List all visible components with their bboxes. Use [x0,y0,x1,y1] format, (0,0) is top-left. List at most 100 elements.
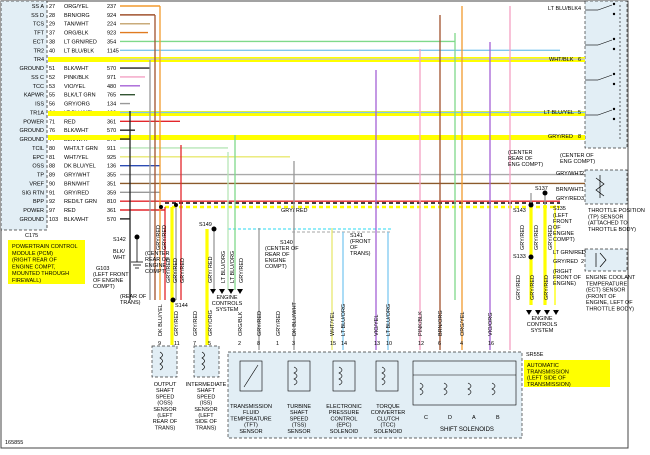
pcm-signal-name: OSS [32,164,44,170]
engine-controls-arrows [210,289,559,315]
tp-pin-2: 1 [581,187,584,193]
trans-pin-number: 13 [374,341,380,347]
engine-controls-label-1-line: ENGINE [216,295,237,301]
oss-sensor-label-line: OUTPUT [154,382,177,388]
pcm-pin-number: 27 [49,4,55,10]
pcm-signal-name: BPP [33,199,44,205]
pcm-label-line: FIREWALL) [12,278,41,284]
splice-s135-note-line: OF [553,225,561,231]
pcm-pin-number: 38 [49,39,55,45]
tp-wire-3: GRY/RED [556,196,581,202]
pcm-signal-name: TR2 [34,48,44,54]
splice-s144-label: S144 [175,303,188,309]
splice-s141-note-line: OF [350,245,358,251]
automatic-transmission-label-line: TRANSMISSION [527,369,569,375]
splice-wire-label: GRY/RED [180,258,186,283]
splice-wire-label: GRY/RED [156,225,162,250]
trans-pin-wire: DK BLU/WHT [292,301,298,336]
tr-wire-3: LT BLU/YEL [544,110,574,116]
trans-pin-number: 9 [158,341,161,347]
pcm-circuit-number: 570 [107,217,116,223]
trans-pin-number: 15 [330,341,336,347]
trans-connector-label: SR55E [526,352,544,358]
ect-sensor-label-line: TEMPERATURE [586,281,627,287]
ect-wire-2: GRY/RED [553,259,578,265]
splice-s133-note-line: ENGINE) [553,281,576,287]
ect-wire-1: LT GRN/RED [553,250,586,256]
pcm-wire-color: LT GRN/RED [64,39,97,45]
splice-wire-label: GRY/RED [530,275,536,300]
blk-wht-label-line: BLK/ [113,249,125,255]
pcm-circuit-number: 923 [107,31,116,37]
splice-s135-label: S135 [553,206,566,212]
pcm-pin-number: 55 [49,93,55,99]
splice-s142-note-line: (CENTER [145,251,169,257]
tss-sensor-label-line: SHAFT [290,410,309,416]
pcm-circuit-number: 351 [107,181,116,187]
transmission-box [227,351,523,439]
splice-wire-label: GRY/RED [534,225,540,250]
pcm-circuit-number: 570 [107,128,116,134]
iss-sensor-label-line: (ISS) [200,401,213,407]
splice-wire-label: GRY/RED [516,275,522,300]
pcm-label-line: (RIGHT REAR OF [12,258,57,264]
splice-s133-note-line: FRONT OF [553,275,582,281]
pcm-circuit-number: 224 [107,22,116,28]
ect-sensor-label-line: ENGINE, LEFT OF [586,300,633,306]
trans-pin-number: 1 [276,341,279,347]
splice-s137-note-line: REAR OF [508,156,533,162]
engine-controls-label-1-line: CONTROLS [212,301,243,307]
ect-sensor-label-line: THROTTLE BODY) [586,307,634,313]
trans-pin-wire: GRY/RED [276,311,282,336]
ground-g103-label: G103 [96,266,109,272]
oss-sensor-label-line: REAR OF [153,419,178,425]
tr-pin-2: 6 [578,57,581,63]
iss-sensor-label-line: INTERMEDIATE [186,382,227,388]
trans-pin-number: 4 [460,341,463,347]
automatic-transmission-label-line: TRANSMISSION) [527,382,571,388]
mid-wire-label: GRY/ RED [281,208,308,214]
splice-s143-dot [528,202,534,208]
trans-connector-pins: 9DK BLU/YEL11GRY/RED7GRY/RED5GRY/ORG2ORG… [158,301,494,347]
pcm-signal-name: EPC [33,155,44,161]
ect-pin-2: 2 [581,259,584,265]
pcm-circuit-number: 924 [107,13,116,19]
tft-sensor-label-line: FLUID [243,410,259,416]
pcm-wire-color: RED [64,208,76,214]
trans-pin-wire: GRY/ORG [208,310,214,336]
splice-wire-label: GRY/RED [548,225,554,250]
trans-label-highlight [524,360,610,387]
automatic-transmission-label-line: (LEFT SIDE OF [527,376,566,382]
trans-pin-wire: WHT/YEL [330,312,336,336]
wire-lines [120,5,585,220]
epc-solenoid-label-line: SOLENOID [330,429,358,435]
ect-pin-1: 1 [581,250,584,256]
tp-sensor-box [584,169,628,205]
trans-pin-wire: DK BLU/YEL [158,304,164,336]
pcm-circuit-number: 971 [107,75,116,81]
splice-wire-label: GRY/RED [544,275,550,300]
engine-controls-label-2-line: CONTROLS [527,322,558,328]
pcm-circuit-number: 355 [107,173,116,179]
tcc-solenoid-label-line: CONVERTER [371,410,405,416]
splice-s135-note-line: ENGINE [553,231,574,237]
iss-sensor-box [193,345,220,378]
pcm-signal-name: TR1A [30,110,44,116]
trans-pin-number: 10 [386,341,392,347]
splice-s142-label: S142 [113,237,126,243]
pcm-circuit-number: 354 [107,39,116,45]
trans-pin-wire: ORG/BLK [238,311,244,336]
pcm-signal-name: TCIL [32,146,44,152]
pcm-box [0,0,48,231]
splice-wire-label: GRY/RED [520,225,526,250]
splice-s149-label: S149 [199,222,212,228]
pcm-circuit-number: 359 [107,190,116,196]
pcm-signal-name: VREF [29,181,44,187]
pcm-label-line: POWERTRAIN CONTROL [12,244,78,250]
shift-solenoids-label: SHIFT SOLENOIDS [440,427,494,433]
pcm-connector: C175 [25,233,38,239]
